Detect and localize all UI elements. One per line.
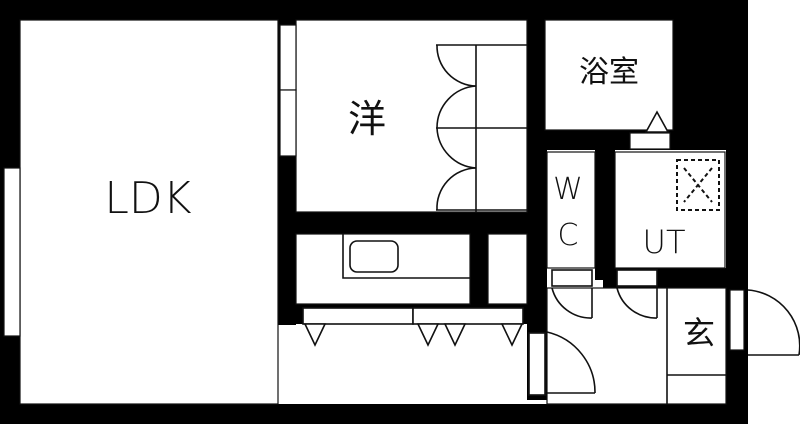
windows	[3, 24, 745, 351]
room-label-western: 洋	[347, 97, 387, 141]
room-label-wc_w: W	[553, 172, 583, 207]
room-label-utility: UT	[642, 223, 686, 261]
floors	[19, 19, 727, 405]
entrance-step	[666, 288, 726, 404]
bath-vent-icon	[644, 110, 670, 133]
room-label-ldk: LDK	[104, 173, 192, 224]
doors	[528, 269, 800, 396]
room-label-wc_c: C	[557, 218, 579, 253]
kitchen	[302, 234, 524, 347]
room-label-entrance: 玄	[682, 314, 716, 352]
closet	[436, 44, 527, 212]
washer-icon	[676, 159, 720, 211]
room-label-bath: 浴室	[579, 55, 639, 90]
